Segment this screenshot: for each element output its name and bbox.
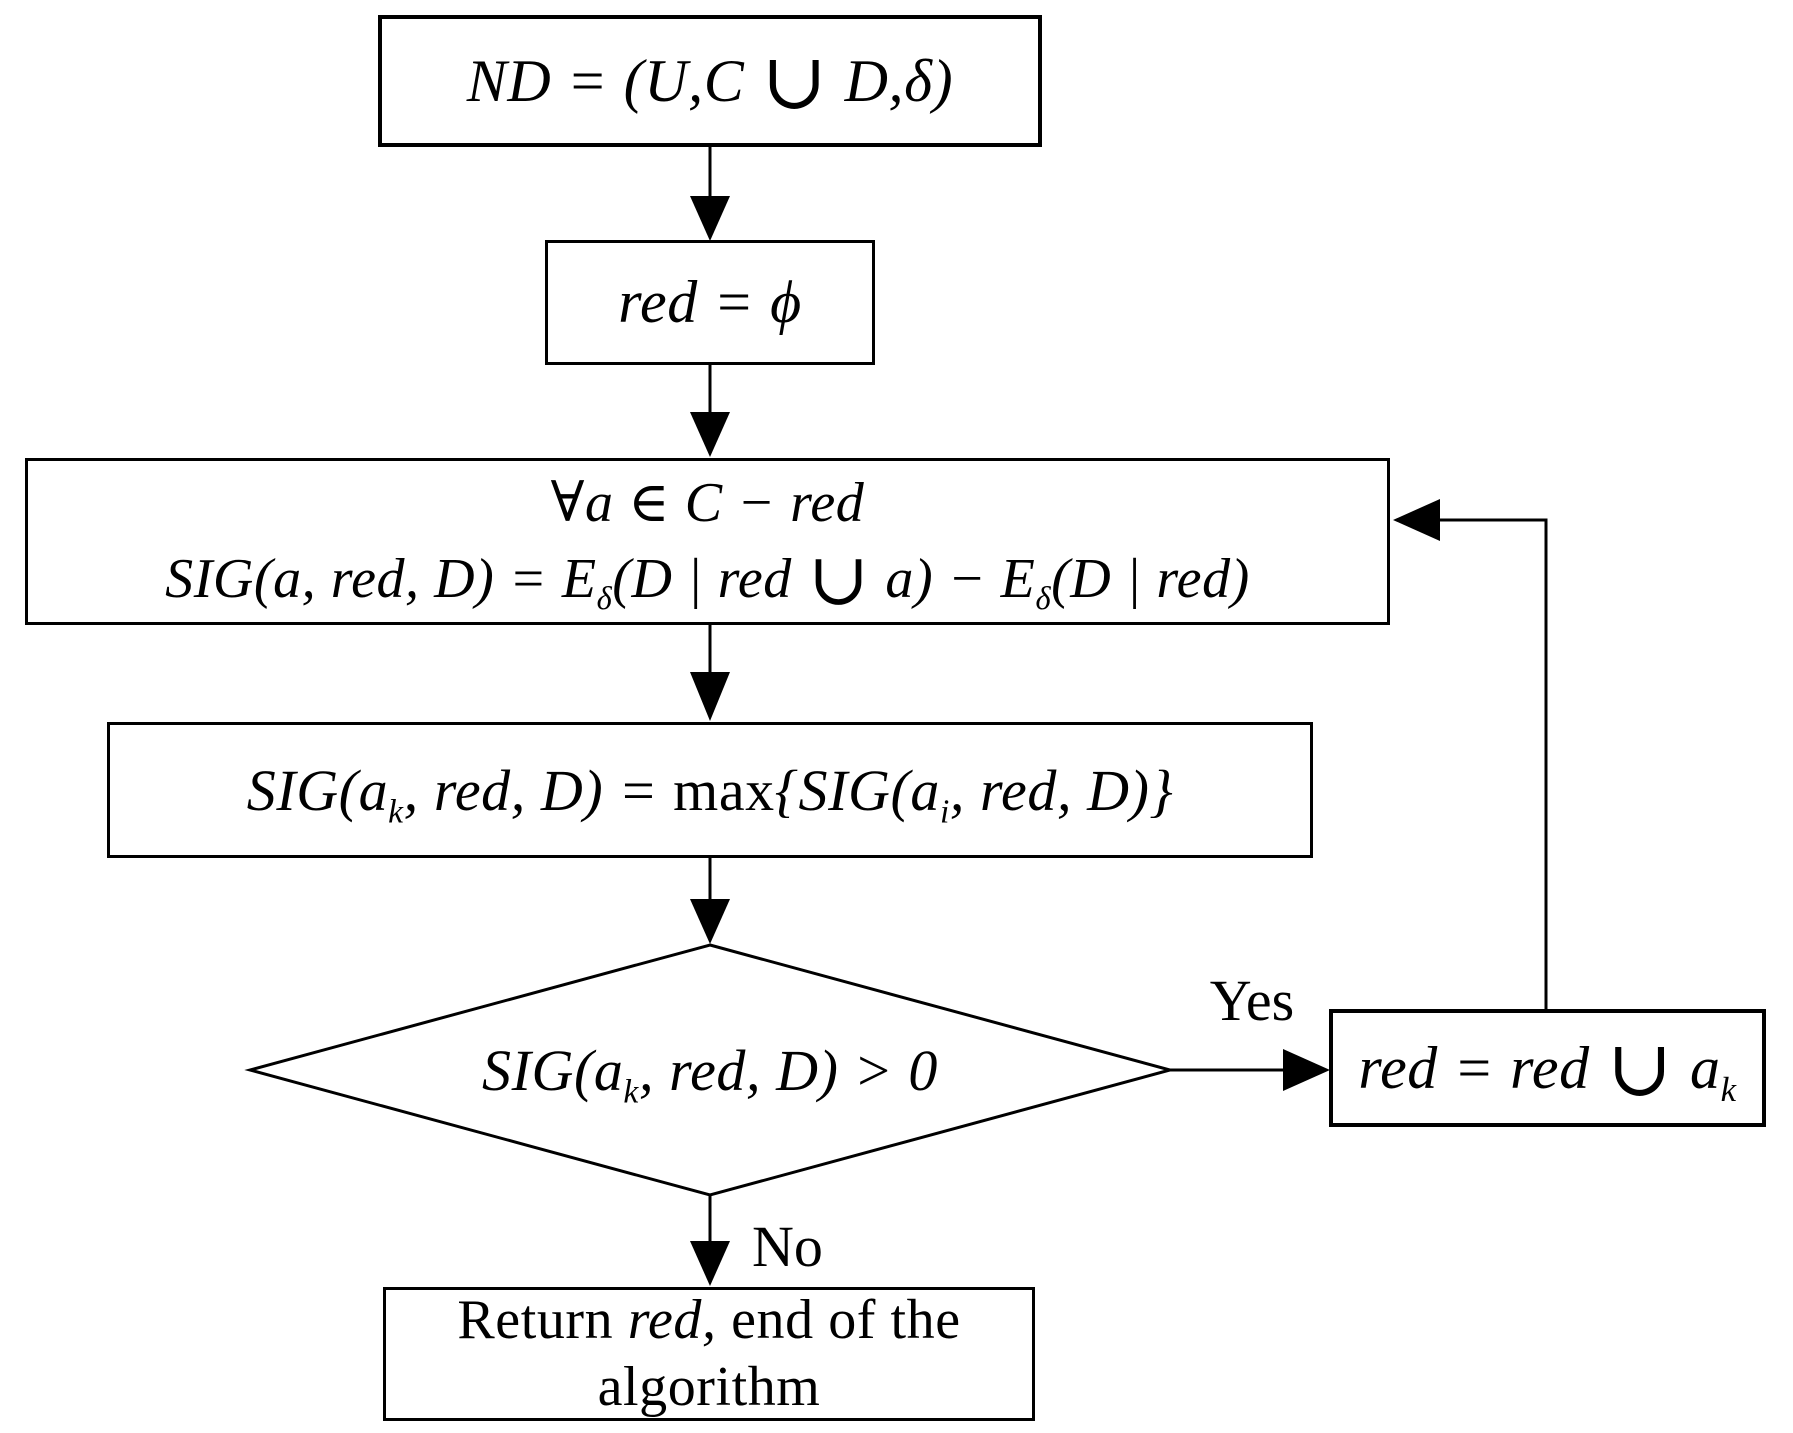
- edge-update-loopback: [1440, 518, 1548, 1010]
- node-start: ND = (U,C ∪ D,δ): [378, 15, 1042, 147]
- decision-diamond: [244, 943, 1176, 1197]
- arrowhead-left-icon: [1393, 499, 1440, 541]
- node-sig-all: ∀a ∈ C − red SIG(a, red, D) = Eδ(D | red…: [25, 458, 1390, 625]
- end-text-line1: Return red, end of the: [457, 1288, 961, 1351]
- start-formula: ND = (U,C ∪ D,δ): [466, 38, 954, 126]
- arrowhead-down-icon: [690, 899, 730, 944]
- update-formula: red = red ∪ ak: [1358, 1025, 1737, 1113]
- arrowhead-down-icon: [690, 672, 730, 721]
- sig-all-formula-line2: SIG(a, red, D) = Eδ(D | red ∪ a) − Eδ(D …: [165, 538, 1250, 620]
- node-init: red = ϕ: [545, 240, 875, 365]
- arrowhead-down-icon: [690, 412, 730, 457]
- sig-max-formula: SIG(ak, red, D) = max{SIG(ai, red, D)}: [246, 757, 1174, 831]
- arrowhead-down-icon: [690, 1241, 730, 1286]
- no-edge-label: No: [752, 1214, 823, 1279]
- sig-all-formula-line1: ∀a ∈ C − red: [550, 471, 865, 534]
- node-end: Return red, end of the algorithm: [383, 1287, 1035, 1421]
- end-text-line2: algorithm: [597, 1356, 821, 1418]
- arrowhead-down-icon: [690, 196, 730, 241]
- node-sig-max: SIG(ak, red, D) = max{SIG(ai, red, D)}: [107, 722, 1313, 858]
- yes-edge-label: Yes: [1209, 968, 1295, 1033]
- node-decision-text: SIG(ak, red, D) > 0: [250, 945, 1170, 1195]
- init-formula: red = ϕ: [618, 269, 802, 335]
- node-update: red = red ∪ ak: [1329, 1009, 1766, 1127]
- decision-formula: SIG(ak, red, D) > 0: [482, 1037, 938, 1111]
- arrowhead-right-icon: [1283, 1049, 1330, 1091]
